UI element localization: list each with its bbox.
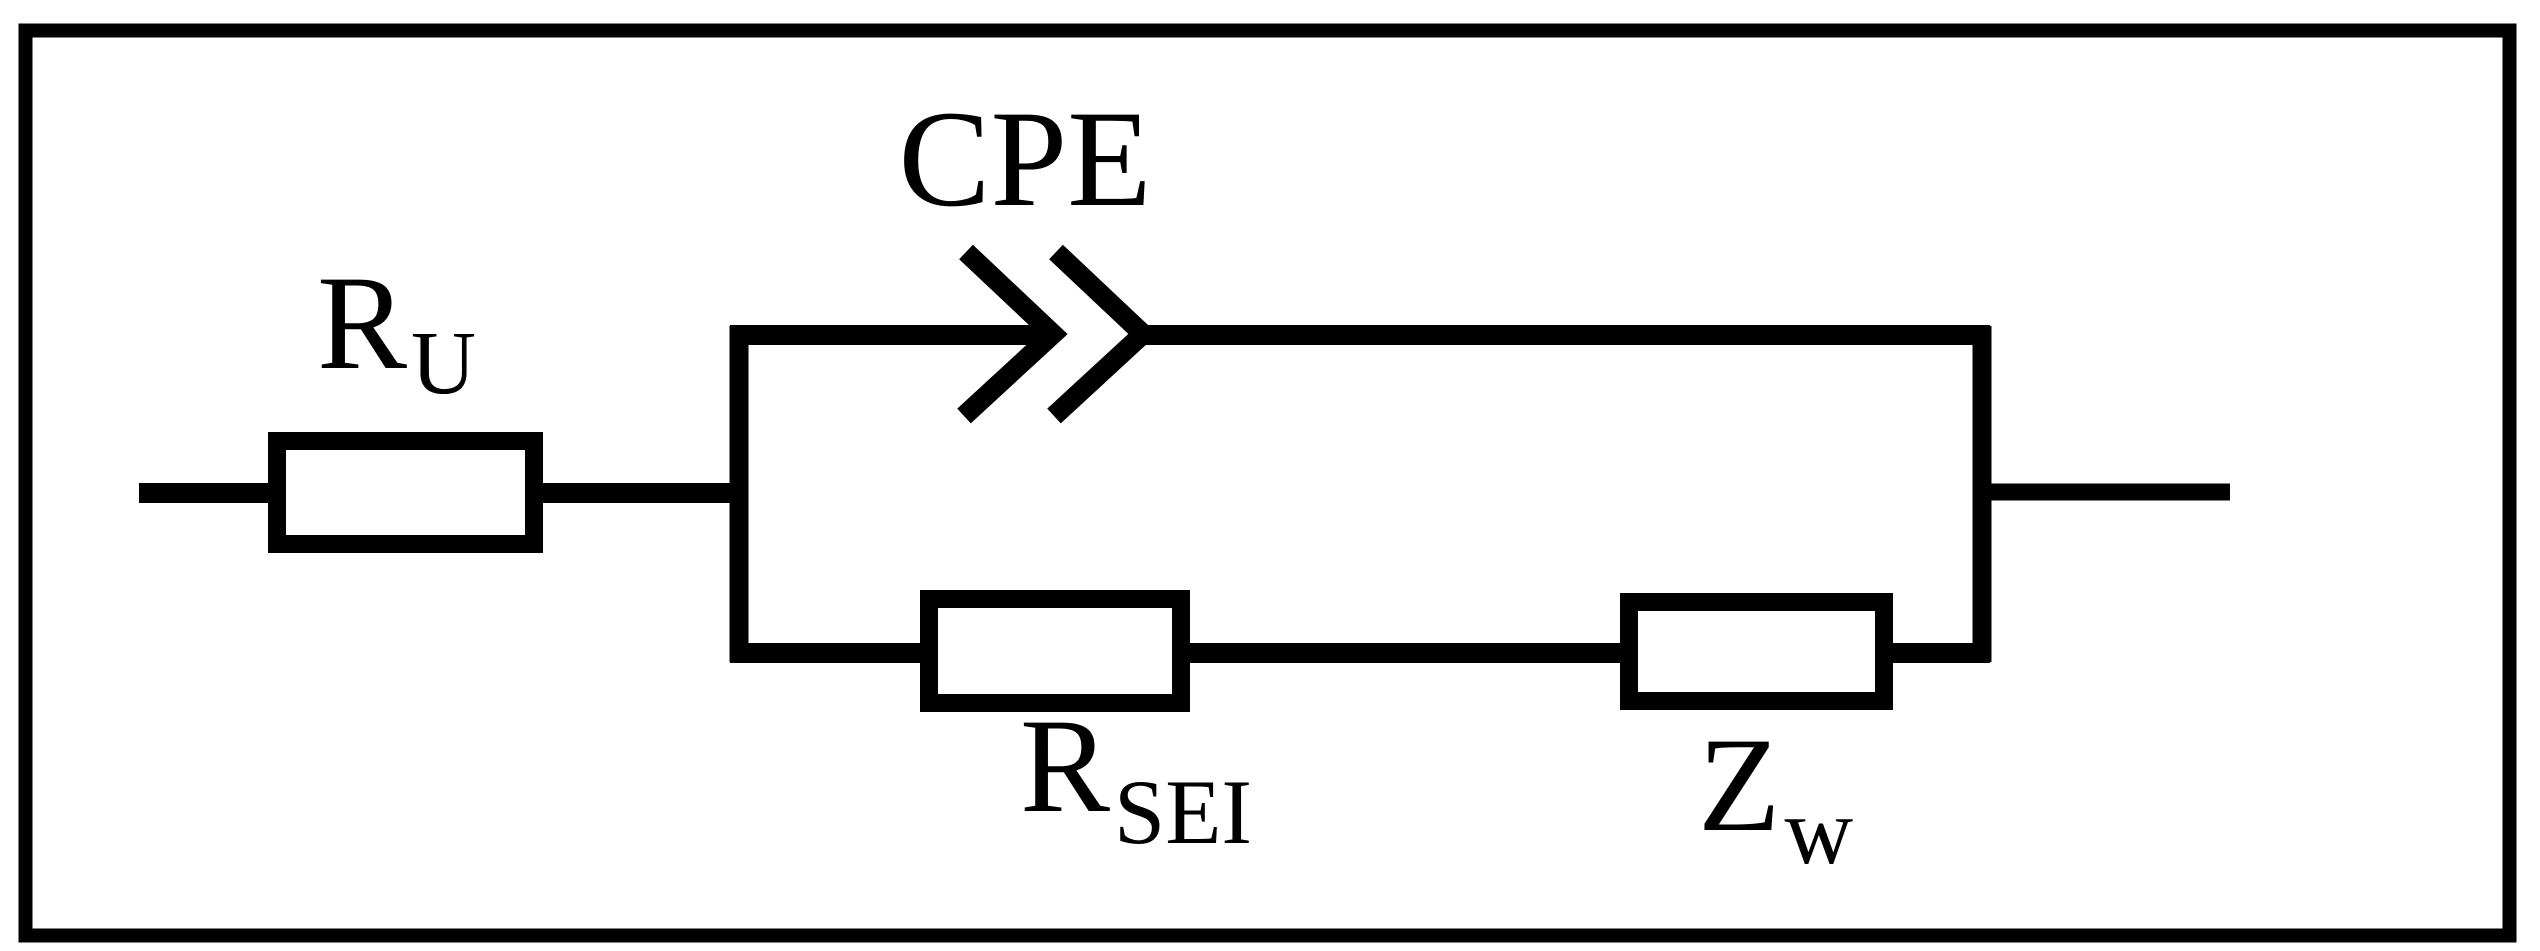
cpe-chevron-icon: [957, 244, 1068, 424]
resistor-rsei-box: [920, 590, 1190, 712]
zw-label-main: Z: [1698, 711, 1780, 860]
ru-label: R U: [317, 249, 476, 413]
ru-label-subscript: U: [411, 314, 476, 413]
rsei-label: R SEI: [1020, 692, 1252, 863]
zw-label-subscript: w: [1784, 778, 1853, 884]
rsei-label-subscript: SEI: [1114, 761, 1252, 863]
cpe-label: CPE: [898, 82, 1151, 235]
ru-label-main: R: [317, 249, 407, 398]
rsei-label-main: R: [1020, 692, 1110, 841]
zw-label: Z w: [1698, 711, 1853, 884]
diagram-border: [18, 23, 2517, 943]
resistor-ru-box: [268, 432, 543, 553]
warburg-zw-box: [1620, 593, 1893, 710]
